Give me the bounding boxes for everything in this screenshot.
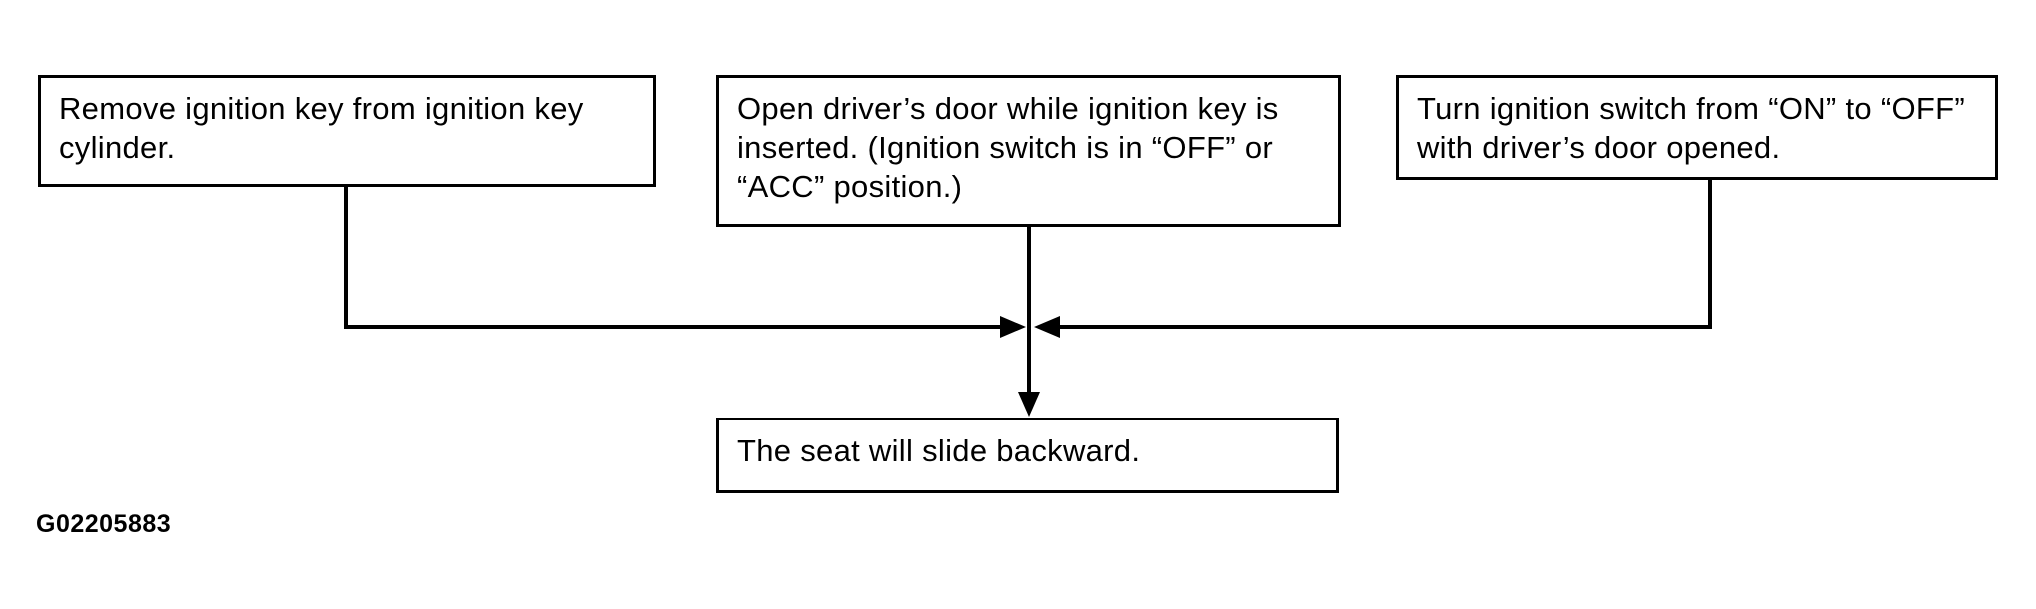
arrowhead-right-icon [1000, 316, 1026, 338]
arrowhead-down-icon [1018, 392, 1040, 417]
flow-box-remove-ignition-key: Remove ignition key from ignition key cy… [38, 75, 656, 187]
flow-box-open-drivers-door: Open driver’s door while ignition key is… [716, 75, 1341, 227]
connector-right-branch [1058, 179, 1712, 329]
flow-box-turn-ignition-switch: Turn ignition switch from “ON” to “OFF” … [1396, 75, 1998, 180]
figure-id-label: G02205883 [36, 510, 172, 538]
arrowhead-left-icon [1034, 316, 1060, 338]
connector-left-branch [344, 186, 1002, 329]
flow-box-seat-slides-backward: The seat will slide backward. [716, 418, 1339, 493]
